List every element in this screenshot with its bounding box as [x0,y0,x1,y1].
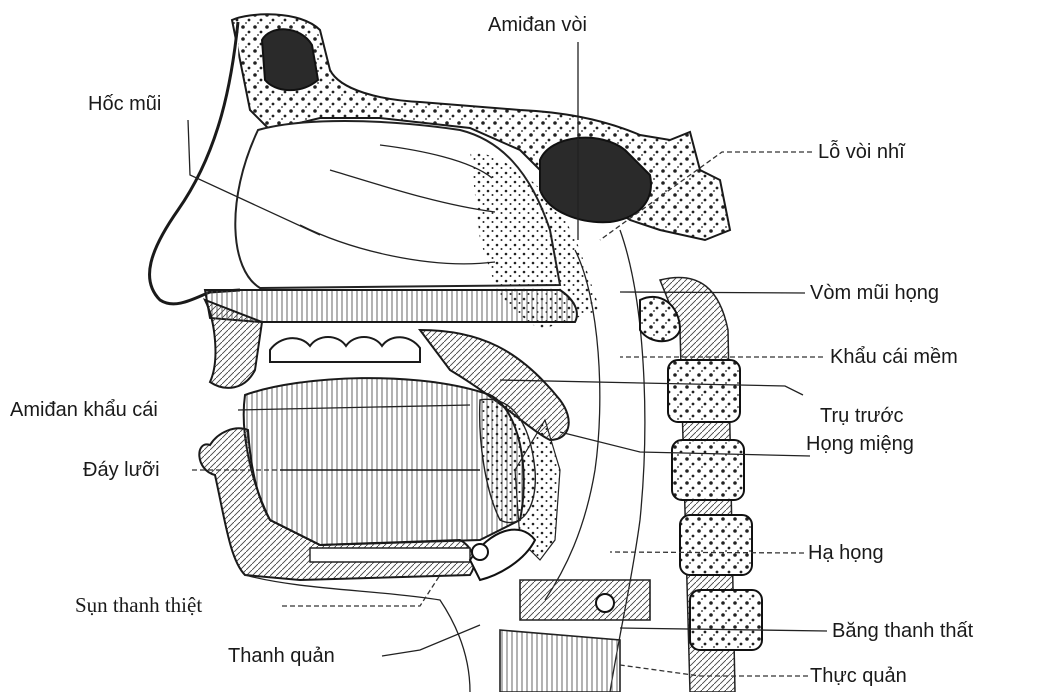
label-bang-thanh-that: Băng thanh thất [832,619,973,643]
hard-palate [205,290,577,322]
label-thuc-quan: Thực quản [810,664,907,688]
label-amidan-khau-cai: Amiđan khẩu cái [10,398,158,422]
label-hong-mieng: Họng miệng [806,432,914,456]
nose-outline [150,22,240,304]
label-thanh-quan: Thanh quản [228,644,335,668]
label-hoc-mui: Hốc mũi [88,92,161,116]
label-lo-voi-nhi: Lỗ vòi nhĩ [818,140,905,164]
label-khau-cai-mem: Khẩu cái mềm [830,345,958,369]
label-amidan-voi: Amiđan vòi [488,13,587,37]
tongue [244,378,536,545]
label-tru-truoc: Trụ trước [820,404,904,428]
label-day-luoi: Đáy lưỡi [83,458,160,482]
label-sun-thanh-thiet: Sụn thanh thiệt [75,593,202,617]
label-vom-mui-hong: Vòm mũi họng [810,281,939,305]
label-ha-hong: Hạ họng [808,541,884,565]
